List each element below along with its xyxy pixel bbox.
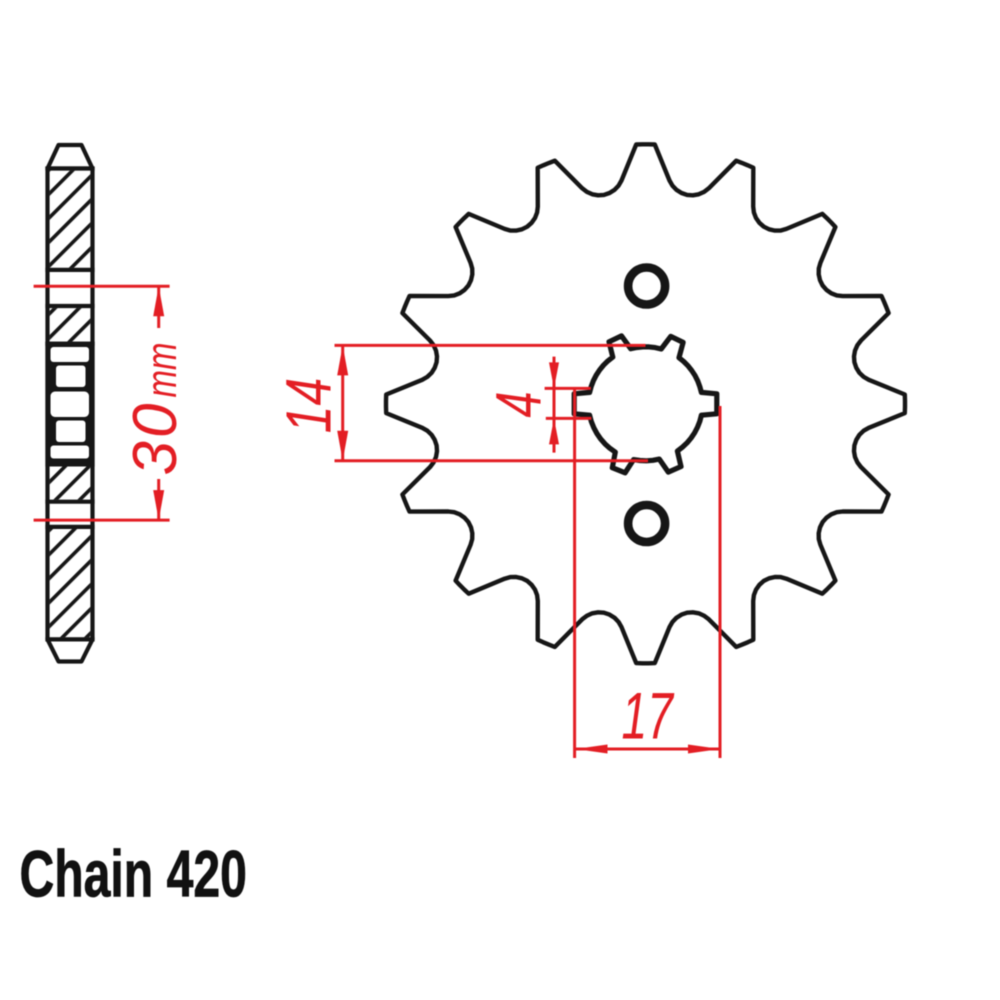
svg-text:4: 4 <box>482 392 554 418</box>
svg-text:17: 17 <box>622 679 675 753</box>
svg-text:14: 14 <box>274 378 345 434</box>
svg-text:30mm: 30mm <box>121 343 190 476</box>
svg-text:Chain 420: Chain 420 <box>20 838 247 911</box>
